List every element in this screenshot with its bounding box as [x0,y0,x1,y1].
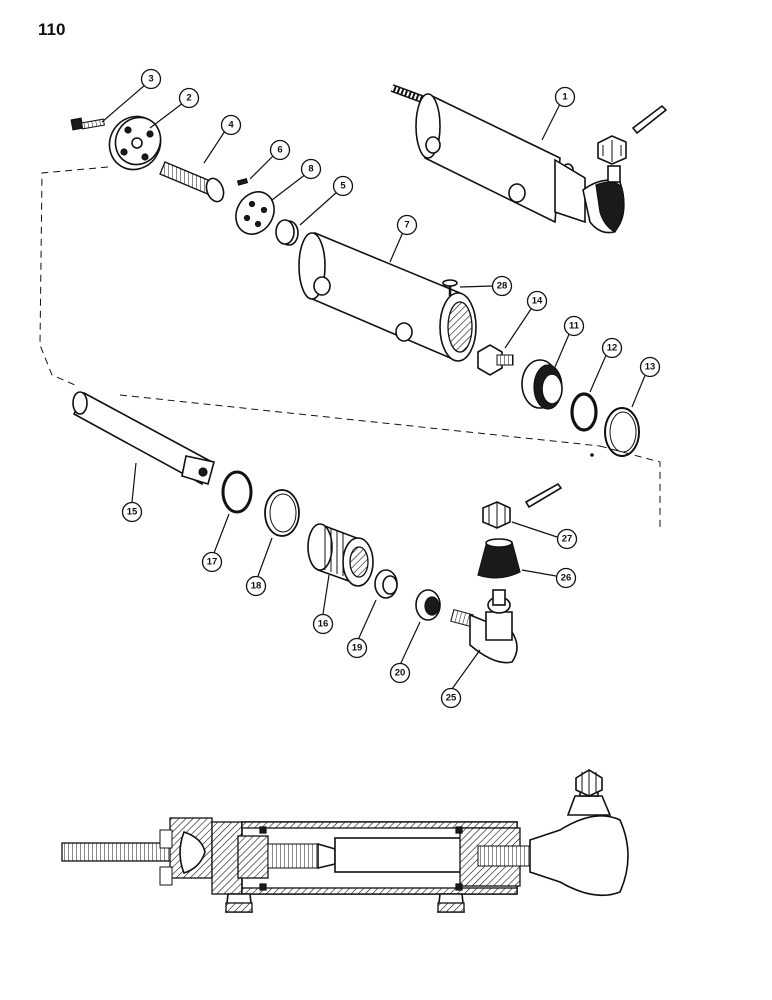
cylinder-assembly [390,84,668,234]
page-number: 110 [38,20,66,39]
assembly-dashed-outline [39,166,661,528]
sectional-view [61,769,629,913]
screw-part-3 [70,117,105,131]
callout-27: 27 [556,528,578,550]
callout-12: 12 [601,337,623,359]
svg-text:6: 6 [277,145,282,156]
svg-text:18: 18 [251,581,262,592]
svg-text:15: 15 [127,507,138,518]
callout-20: 20 [389,662,411,684]
callout-19: 19 [346,637,368,659]
svg-text:13: 13 [645,362,656,373]
callout-5: 5 [332,175,354,197]
svg-text:5: 5 [340,181,346,192]
callout-14: 14 [526,290,548,312]
callout-26: 26 [555,567,577,589]
svg-text:11: 11 [569,321,580,332]
ring-part-13 [604,407,640,457]
oring-part-12 [570,392,598,432]
callout-2: 2 [178,87,200,109]
svg-text:27: 27 [562,534,573,545]
svg-text:17: 17 [207,557,218,568]
plate-part-8 [235,191,275,235]
flange-part-2 [108,115,162,171]
callout-1: 1 [554,86,576,108]
svg-text:4: 4 [228,120,234,131]
wiper-part-20 [415,589,441,621]
callout-8: 8 [300,158,322,180]
svg-text:25: 25 [446,693,457,704]
callout-11: 11 [563,315,585,337]
oring-part-17 [221,470,253,514]
callout-28: 28 [491,275,513,297]
boot-part-26 [477,538,521,579]
callout-13: 13 [639,356,661,378]
ring-part-18 [264,489,300,537]
svg-text:19: 19 [352,643,363,654]
svg-text:28: 28 [497,281,508,292]
svg-text:20: 20 [395,668,406,679]
washer-part-5 [275,219,299,246]
callout-6: 6 [269,139,291,161]
svg-text:2: 2 [186,93,191,104]
callout-15: 15 [121,501,143,523]
svg-text:1: 1 [562,92,568,103]
svg-text:14: 14 [532,296,543,307]
callout-18: 18 [245,575,267,597]
callout-17: 17 [201,551,223,573]
rod-part-15 [72,391,215,486]
svg-text:16: 16 [318,619,329,630]
callout-4: 4 [220,114,242,136]
svg-text:26: 26 [561,573,572,584]
gland-part-16 [307,523,374,587]
screw-part-28 [442,279,458,296]
callout-25: 25 [440,687,462,709]
svg-text:8: 8 [308,164,313,175]
callout-16: 16 [312,613,334,635]
callout-3: 3 [140,68,162,90]
svg-text:7: 7 [404,220,409,231]
bolt-part-14 [477,344,514,376]
tie-rod-end-part-25 [450,589,518,664]
seal-part-19 [374,569,398,599]
pin-part-6 [236,178,249,186]
castle-nut-part-27 [482,482,563,529]
piston-part-11 [521,359,563,410]
svg-text:12: 12 [607,343,618,354]
barrel-part-7 [298,231,477,362]
svg-text:3: 3 [148,74,153,85]
callout-7: 7 [396,214,418,236]
leader-lines [101,84,647,690]
bolt-part-4 [159,161,225,203]
